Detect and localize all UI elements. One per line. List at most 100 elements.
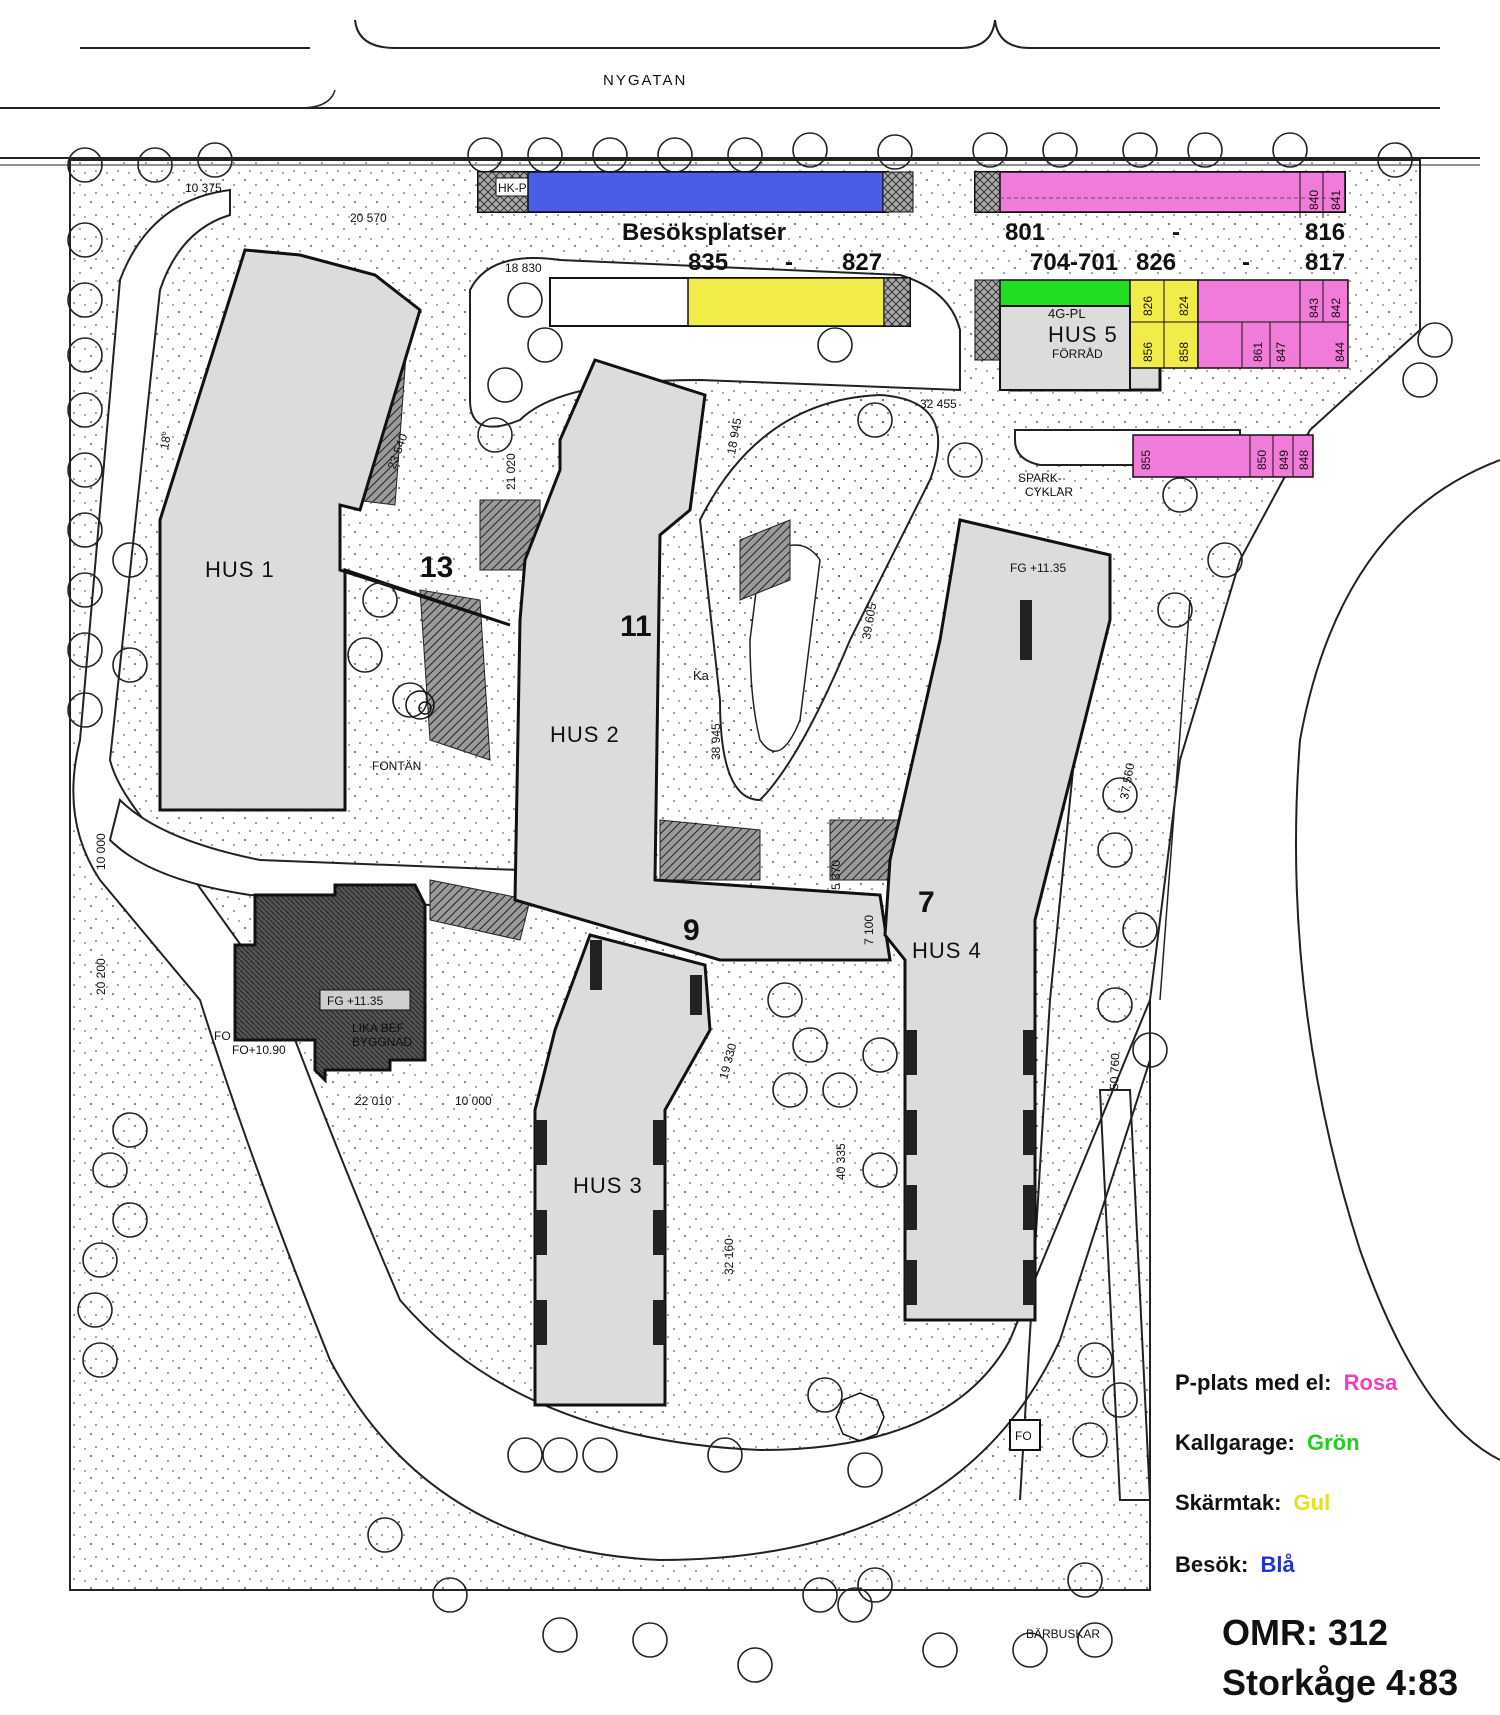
- building-hus2: [513, 358, 892, 962]
- label-hus2: HUS 2: [550, 722, 620, 747]
- entrance-11: 11: [620, 610, 652, 643]
- spot-841: 841: [1329, 190, 1343, 210]
- area-omr: OMR: 312: [1222, 1612, 1388, 1653]
- dim-10: 37 560: [1117, 762, 1137, 801]
- legend-gron-label: Kallgarage:: [1175, 1430, 1295, 1455]
- lika-fg-box: [319, 989, 411, 1011]
- dim-1: 10 375: [185, 181, 222, 195]
- fontan-feature: [405, 690, 435, 720]
- dimension-labels: 10 375 20 570 18 830 23 540 21 020 18 94…: [94, 181, 1137, 1275]
- building-hus3: [533, 933, 712, 1407]
- legend-gul-value: Gul: [1294, 1490, 1331, 1515]
- label-dash3: -: [1242, 249, 1250, 276]
- spot-858: 858: [1177, 342, 1191, 362]
- label-fo-b: FO+10.90: [232, 1043, 286, 1057]
- legend-rosa-value: Rosa: [1344, 1370, 1399, 1395]
- dim-15: 22 010: [355, 1094, 392, 1108]
- label-hus3: HUS 3: [573, 1173, 643, 1198]
- label-817: 817: [1305, 249, 1345, 276]
- dim-21: 18°: [157, 430, 174, 450]
- hus5-storage: [999, 305, 1131, 391]
- spot-842: 842: [1329, 298, 1343, 318]
- entrance-13: 13: [420, 551, 453, 584]
- label-lika-2: BYGGNAD: [352, 1035, 412, 1049]
- playground-octagon: [835, 1392, 885, 1442]
- spot-856: 856: [1141, 342, 1155, 362]
- area-name: Storkåge 4:83: [1222, 1662, 1458, 1703]
- dim-3: 18 830: [505, 261, 542, 275]
- dim-13: 32 160: [722, 1238, 736, 1275]
- label-fontan: FONTÄN: [372, 759, 421, 773]
- svg-text:Kallgarage: Grön: Kallgarage: Grön: [1175, 1430, 1360, 1455]
- curved-road: [1295, 459, 1500, 1461]
- spot-847: 847: [1274, 342, 1288, 362]
- spot-824: 824: [1177, 296, 1191, 316]
- label-816: 816: [1305, 219, 1345, 246]
- spot-840: 840: [1307, 190, 1321, 210]
- label-826: 826: [1136, 249, 1176, 276]
- spot-855: 855: [1139, 450, 1153, 470]
- label-fg-lika: FG +11.35: [327, 994, 383, 1008]
- svg-text:P-plats med el: Rosa: P-plats med el: Rosa: [1175, 1370, 1398, 1395]
- label-835: 835: [688, 249, 728, 276]
- legend-rosa-label: P-plats med el:: [1175, 1370, 1331, 1395]
- legend-bla-value: Blå: [1260, 1552, 1295, 1577]
- spot-861: 861: [1251, 342, 1265, 362]
- fo-box-hus4: [1009, 1419, 1041, 1451]
- label-hus4: HUS 4: [912, 938, 982, 963]
- building-hus1: [158, 248, 511, 812]
- dim-8: 39 605: [859, 602, 879, 641]
- label-fg-hus4: FG +11.35: [1010, 561, 1066, 575]
- dim-18: 10 000: [94, 833, 108, 870]
- dim-11: 50 760: [1107, 1053, 1122, 1090]
- parking-skarmtak-row: [549, 277, 911, 327]
- label-dash1: -: [785, 249, 793, 276]
- legend-gron-value: Grön: [1307, 1430, 1360, 1455]
- label-besoksplatser: Besöksplatser: [622, 219, 786, 246]
- dim-19: 7 100: [862, 915, 876, 945]
- svg-text:Besök: Blå: Besök: Blå: [1175, 1552, 1295, 1577]
- label-spark: SPARK-: [1018, 471, 1062, 485]
- parking-rosa-rows: [974, 171, 1349, 478]
- dim-16: 10 000: [455, 1094, 492, 1108]
- legend-gul-label: Skärmtak:: [1175, 1490, 1281, 1515]
- dim-7: 32 455: [920, 397, 957, 411]
- dim-2: 20 570: [350, 211, 387, 225]
- island-inner: [749, 544, 821, 752]
- legend: P-plats med el: Rosa Kallgarage: Grön Sk…: [1175, 1370, 1398, 1577]
- dim-9: 38 945: [709, 723, 723, 760]
- svg-text:Skärmtak: Gul: Skärmtak: Gul: [1175, 1490, 1330, 1515]
- label-cyklar: CYKLAR: [1025, 485, 1073, 499]
- label-dash2: -: [1172, 219, 1180, 246]
- spot-844: 844: [1333, 342, 1347, 362]
- label-ka: Ka: [693, 668, 710, 683]
- spot-numbers: 840 841 843 842 826 824 856 858 861 847 …: [1139, 190, 1347, 470]
- dim-5: 21 020: [504, 453, 518, 490]
- building-hus4: [883, 518, 1112, 1322]
- label-827: 827: [842, 249, 882, 276]
- parking-besok-row: [477, 171, 914, 213]
- label-fo-a: FO: [214, 1029, 231, 1043]
- label-barbuskar: BÄRBUSKAR: [1026, 1627, 1100, 1641]
- balconies: [535, 600, 1035, 1345]
- building-lika-bef-byggnad: [233, 883, 427, 1084]
- label-704-701: 704-701: [1030, 249, 1118, 276]
- street-name: NYGATAN: [603, 72, 687, 89]
- entrance-9: 9: [683, 914, 700, 947]
- street-lines: [0, 19, 1480, 166]
- dim-17: 20 200: [94, 958, 108, 995]
- label-hus5: HUS 5: [1048, 322, 1118, 347]
- spot-849: 849: [1277, 450, 1291, 470]
- dim-6: 18 945: [724, 417, 744, 456]
- trees: [67, 132, 1453, 1683]
- label-801: 801: [1005, 219, 1045, 246]
- dim-12: 40 335: [834, 1143, 848, 1180]
- spot-826: 826: [1141, 296, 1155, 316]
- label-hk-p: HK-P: [498, 181, 527, 195]
- spot-843: 843: [1307, 298, 1321, 318]
- label-hus5-top: 4G-PL: [1048, 306, 1086, 321]
- label-hus1: HUS 1: [205, 557, 275, 582]
- legend-bla-label: Besök:: [1175, 1552, 1248, 1577]
- label-lika-1: LIKA BEF: [352, 1021, 404, 1035]
